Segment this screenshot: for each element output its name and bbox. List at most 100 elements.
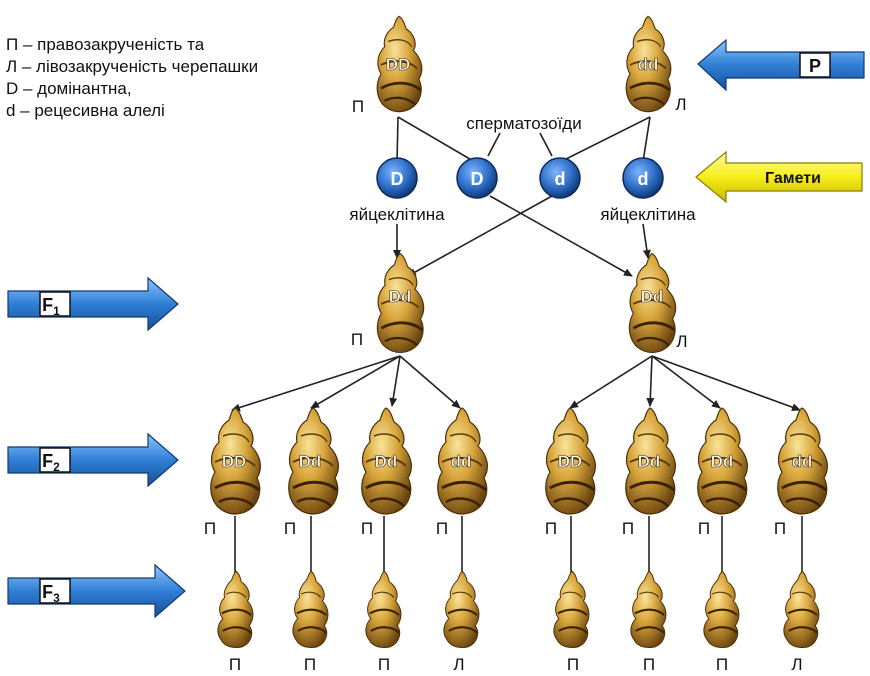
arrow-f3-subscript: 3 <box>53 591 60 605</box>
gamete-sperm-right: d <box>539 157 581 199</box>
gamete-allele: D <box>391 169 404 189</box>
snail-genotype: Dd <box>711 452 734 471</box>
f3-snail-5: П <box>552 570 591 674</box>
egg-label-right: яйцеклітина <box>600 205 696 224</box>
legend-right-coil: П – правозакрученість та <box>6 35 205 54</box>
snail-shell <box>216 570 255 649</box>
gamete-egg-left: D <box>376 157 418 199</box>
arrow-f1: F1 <box>7 276 179 332</box>
connector-line <box>310 355 401 409</box>
connector-line <box>559 116 651 163</box>
snail-shell <box>364 570 403 649</box>
connector-line <box>487 132 501 157</box>
connector-line <box>651 355 801 412</box>
connector-line <box>642 116 651 163</box>
connector-line <box>646 355 655 407</box>
arrow-p-shape <box>697 38 865 92</box>
coil-label: П <box>774 519 786 538</box>
legend: П – правозакрученість та Л – лівозакруче… <box>6 34 258 122</box>
arrow-f2-subscript: 2 <box>53 460 60 474</box>
coil-label: П <box>378 655 390 674</box>
snail-shell <box>291 570 330 649</box>
coil-label: Л <box>453 655 464 674</box>
snail-genotype: dd <box>638 55 659 74</box>
connector-line <box>651 355 721 409</box>
coil-label: П <box>643 655 655 674</box>
legend-dominant: D – домінантна, <box>6 79 132 98</box>
connector-lines <box>231 116 803 576</box>
f2-snail-4: dd П <box>436 406 489 538</box>
parent-right: dd Л <box>624 14 687 114</box>
coil-label: П <box>229 655 241 674</box>
coil-label: Л <box>676 332 687 351</box>
connector-line <box>396 116 399 163</box>
arrow-f2-box <box>39 447 71 473</box>
connector-line <box>407 195 553 277</box>
snail-genotype: Dd <box>641 287 664 306</box>
snail-shell <box>702 570 741 649</box>
gamete-allele: d <box>555 169 566 189</box>
arrow-p: P <box>697 38 865 92</box>
f2-snail-5: DD П <box>544 406 597 538</box>
coil-label: П <box>351 330 363 349</box>
arrow-f3-box <box>39 578 71 604</box>
coil-label: П <box>716 655 728 674</box>
arrow-f2: F2 <box>7 432 179 488</box>
f2-snail-3: Dd П <box>360 406 413 538</box>
snail-genotype: dd <box>451 452 472 471</box>
f3-snail-2: П <box>291 570 330 674</box>
connector-line <box>539 132 553 157</box>
f3-snail-1: П <box>216 570 255 674</box>
f2-snail-6: Dd П <box>622 406 677 538</box>
arrow-f3-shape <box>7 563 186 619</box>
f2-snail-8: dd П <box>774 406 829 538</box>
arrow-f1-label: F1 <box>42 295 60 318</box>
gametes-row: D D d d <box>376 157 664 199</box>
arrow-p-box <box>799 52 831 78</box>
connector-line <box>399 355 461 409</box>
snail-shell <box>782 570 821 649</box>
arrow-f3-label: F3 <box>42 582 60 605</box>
snail-genotype: Dd <box>375 452 398 471</box>
arrow-gametes-label: Гамети <box>765 170 821 187</box>
gamete-allele: d <box>638 169 649 189</box>
coil-label: П <box>284 519 296 538</box>
snail-genotype: dd <box>792 452 813 471</box>
legend-recessive: d – рецесивна алелі <box>6 101 165 120</box>
f2-row: DD П Dd П Dd П dd П DD П Dd П <box>204 406 829 538</box>
coil-label: П <box>622 519 634 538</box>
coil-label: П <box>567 655 579 674</box>
snail-genotype: Dd <box>638 452 661 471</box>
arrow-f1-shape <box>7 276 179 332</box>
f3-snail-8: Л <box>782 570 821 674</box>
arrow-f3: F3 <box>7 563 186 619</box>
connector-line <box>569 355 653 409</box>
f3-snail-6: П <box>629 570 668 674</box>
snail-genotype: DD <box>558 452 583 471</box>
f3-snail-7: П <box>702 570 741 674</box>
coil-label: П <box>361 519 373 538</box>
arrow-f2-shape <box>7 432 179 488</box>
egg-label-left: яйцеклітина <box>349 205 445 224</box>
snail-shell <box>552 570 591 649</box>
f3-snail-3: П <box>364 570 403 674</box>
f3-snail-4: Л <box>442 570 481 674</box>
parent-left: DD П <box>352 14 424 116</box>
arrow-f2-label: F2 <box>42 451 60 474</box>
coil-label: П <box>352 97 364 116</box>
gamete-allele: D <box>471 169 484 189</box>
arrow-p-label: P <box>809 56 821 76</box>
snail-genotype: Dd <box>389 287 412 306</box>
f2-snail-2: Dd П <box>284 406 340 538</box>
connector-line <box>397 116 476 163</box>
coil-label: П <box>698 519 710 538</box>
arrow-gametes: Гамети <box>695 150 863 204</box>
connector-line <box>389 355 401 407</box>
coil-label: П <box>304 655 316 674</box>
f2-snail-7: Dd П <box>696 406 749 538</box>
f3-row: П П П Л П П П Л <box>216 570 821 674</box>
f2-snail-1: DD П <box>204 406 262 538</box>
connector-line <box>231 355 401 412</box>
coil-label: Л <box>675 95 686 114</box>
